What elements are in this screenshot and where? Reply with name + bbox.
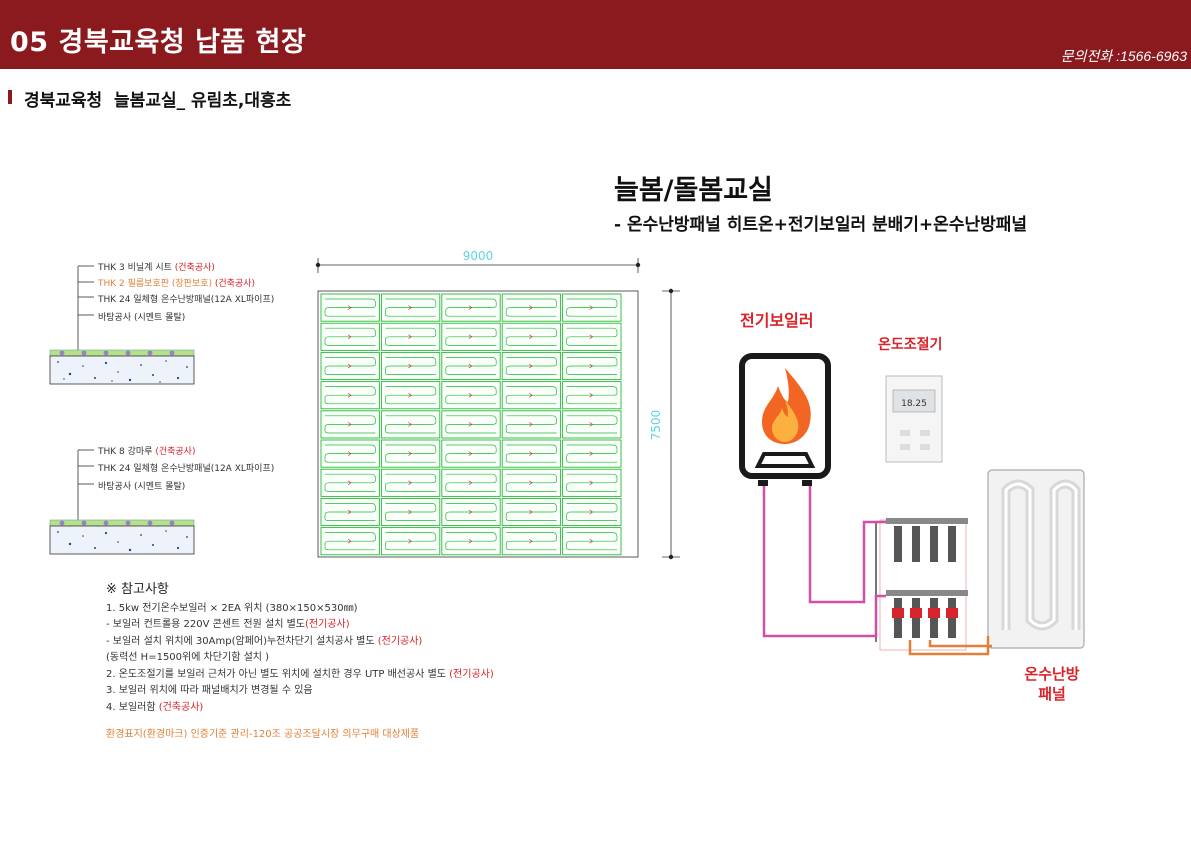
radiator-panel-icon [987, 469, 1085, 649]
heating-panel [501, 468, 562, 497]
equipment-illustration: 18.25 [739, 353, 1085, 656]
eco-certification-note: 환경표지(환경마크) 인증기준 관리-120조 공공조달시장 의무구매 대상제품 [106, 729, 420, 740]
heating-panel [320, 468, 380, 497]
panel-label: 온수난방 패널 [1016, 664, 1088, 704]
heating-panel [501, 527, 562, 556]
heating-panel [380, 322, 441, 351]
subtitle-marker [8, 90, 12, 104]
heating-panel [562, 527, 622, 556]
heating-panel [380, 410, 441, 439]
heating-panel [441, 293, 501, 322]
panel-label-line2: 패널 [1038, 685, 1066, 703]
heating-panel [501, 439, 562, 468]
heating-panel [501, 322, 562, 351]
heating-panel [320, 527, 380, 556]
heating-panel [380, 497, 441, 527]
layer-label: THK 8 강마루 (건축공사) [98, 447, 196, 457]
thermostat-icon: 18.25 [885, 375, 943, 463]
floor-plan: 9000 7500 [315, 249, 680, 560]
boiler-label: 전기보일러 [740, 311, 814, 330]
heating-panel [380, 381, 441, 410]
manifold-icon [875, 518, 968, 651]
notes-heading: ※ 참고사항 [106, 582, 169, 597]
layer-label: THK 24 일체형 온수난방패널(12A XL파이프) [98, 464, 275, 474]
heating-panel [501, 351, 562, 381]
heating-panel [380, 351, 441, 381]
heating-panel [320, 497, 380, 527]
heating-panel [380, 293, 441, 322]
contact-phone: 문의전화 :1566-6963 [1060, 48, 1187, 64]
note-line: 3. 보일러 위치에 따라 패널배치가 변경될 수 있음 [106, 685, 313, 696]
layer-label: 바탕공사 (시멘트 몰탈) [98, 482, 186, 492]
heating-panel [320, 439, 380, 468]
heating-panel [380, 439, 441, 468]
note-line: (동력선 H=1500위에 차단기함 설치 ) [106, 652, 270, 663]
heating-panel [441, 439, 501, 468]
boiler-icon [739, 353, 831, 486]
reference-notes: ※ 참고사항 1. 5kw 전기온수보일러 × 2EA 위치 (380×150×… [106, 582, 494, 716]
heating-panel [380, 468, 441, 497]
main-title: 늘봄/돌봄교실 [614, 175, 773, 206]
heating-panel [562, 381, 622, 410]
note-line: - 보일러 컨트롤용 220V 콘센트 전원 설치 별도(전기공사) [106, 619, 350, 630]
heating-panel [562, 351, 622, 381]
heating-panel [320, 351, 380, 381]
panel-grid [320, 293, 622, 556]
heating-panel [441, 410, 501, 439]
heating-panel [320, 381, 380, 410]
heating-panel [320, 410, 380, 439]
note-line: - 보일러 설치 위치에 30Amp(암페어)누전차단기 설치공사 별도 (전기… [106, 635, 423, 647]
note-line: 2. 온도조절기를 보일러 근처가 아닌 별도 위치에 설치한 경우 UTP 배… [106, 668, 494, 680]
main-subtitle: - 온수난방패널 히트온+전기보일러 분배기+온수난방패널 [614, 215, 1028, 235]
heating-panel [562, 439, 622, 468]
thermostat-label: 온도조절기 [878, 337, 943, 353]
layer-label: THK 24 일체형 온수난방패널(12A XL파이프) [98, 295, 275, 305]
heating-panel [501, 410, 562, 439]
layer-label: THK 3 비닐계 시트 (건축공사) [98, 263, 215, 273]
heating-panel [441, 381, 501, 410]
layer-label: THK 2 필름보호판 (장판보호) (건축공사) [98, 279, 256, 289]
page-title: 05 경북교육청 납품 현장 [10, 27, 307, 58]
note-line: 1. 5kw 전기온수보일러 × 2EA 위치 (380×150×530㎜) [106, 602, 358, 614]
heating-panel [562, 497, 622, 527]
section-subtitle: 경북교육청 늘봄교실_ 유림초,대흥초 [24, 91, 292, 111]
heating-panel [501, 497, 562, 527]
heating-panel [380, 527, 441, 556]
heating-panel [562, 293, 622, 322]
heating-panel [562, 468, 622, 497]
heating-panel [441, 497, 501, 527]
heating-panel [501, 293, 562, 322]
floor-section-2-drawing [49, 449, 195, 555]
panel-label-line1: 온수난방 [1024, 665, 1080, 683]
plan-height-label: 7500 [649, 410, 663, 441]
heating-panel [562, 322, 622, 351]
heating-panel [441, 322, 501, 351]
header-bar: 05 경북교육청 납품 현장 문의전화 :1566-6963 [0, 0, 1191, 69]
heating-panel [320, 293, 380, 322]
floor-section-1-drawing [49, 265, 195, 385]
heating-panel [562, 410, 622, 439]
heating-panel [320, 322, 380, 351]
heating-panel [501, 381, 562, 410]
heating-panel [441, 351, 501, 381]
heating-panel [441, 468, 501, 497]
plan-width-label: 9000 [463, 249, 494, 263]
thermostat-display: 18.25 [901, 399, 927, 409]
layer-label: 바탕공사 (시멘트 몰탈) [98, 313, 186, 323]
note-line: 4. 보일러함 (건축공사) [106, 701, 204, 713]
heating-panel [441, 527, 501, 556]
